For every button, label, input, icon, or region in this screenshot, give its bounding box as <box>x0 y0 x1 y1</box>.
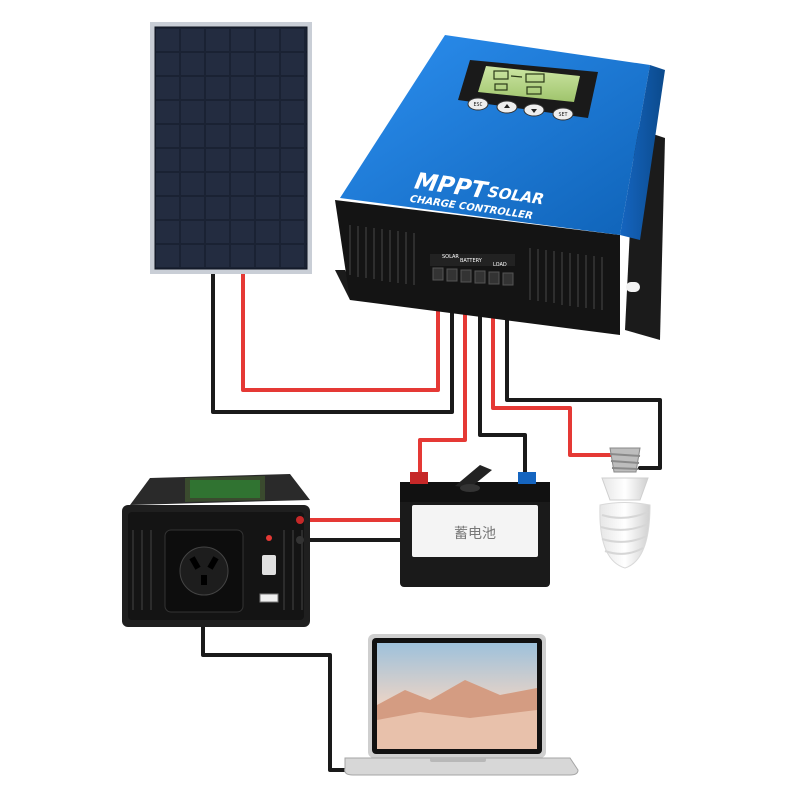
laptop-power-cord <box>201 623 374 772</box>
inverter-power-switch[interactable] <box>262 555 276 575</box>
power-inverter-icon <box>122 474 310 627</box>
usb-port-icon <box>259 593 279 603</box>
battery-negative-wire <box>478 260 527 477</box>
cfl-bulb-icon <box>599 447 651 569</box>
battery-positive-wire <box>418 260 467 477</box>
esc-button-label: ESC <box>473 102 482 108</box>
mppt-controller: ESC SET MPPT SOLAR CHARGE CONTROLLER SOL… <box>335 35 665 340</box>
inverter-status-light <box>266 535 272 541</box>
load-negative-wire <box>505 260 662 470</box>
battery: 蓄电池 <box>400 465 550 587</box>
wiring <box>201 260 662 772</box>
battery-negative-terminal <box>518 472 536 484</box>
controller-buttons: ESC SET <box>467 97 574 121</box>
laptop-icon <box>344 634 579 776</box>
set-button-label: SET <box>558 112 567 118</box>
terminal-block: SOLAR BATTERY LOAD <box>430 254 515 286</box>
battery-label: 蓄电池 <box>454 526 496 542</box>
lcd-screen <box>478 66 580 102</box>
solar-panel-icon <box>150 22 312 274</box>
panel-positive-wire <box>241 260 440 392</box>
battery-positive-terminal <box>410 472 428 484</box>
down-arrow-icon <box>531 109 537 113</box>
battery-terminal-label: BATTERY <box>460 258 483 264</box>
panel-negative-wire <box>211 260 454 414</box>
solar-terminal-label: SOLAR <box>442 254 459 260</box>
esc-button[interactable] <box>467 97 489 111</box>
load-positive-wire <box>491 260 614 457</box>
load-terminal-label: LOAD <box>493 262 507 268</box>
up-arrow-icon <box>504 104 510 108</box>
set-button[interactable] <box>552 107 574 121</box>
